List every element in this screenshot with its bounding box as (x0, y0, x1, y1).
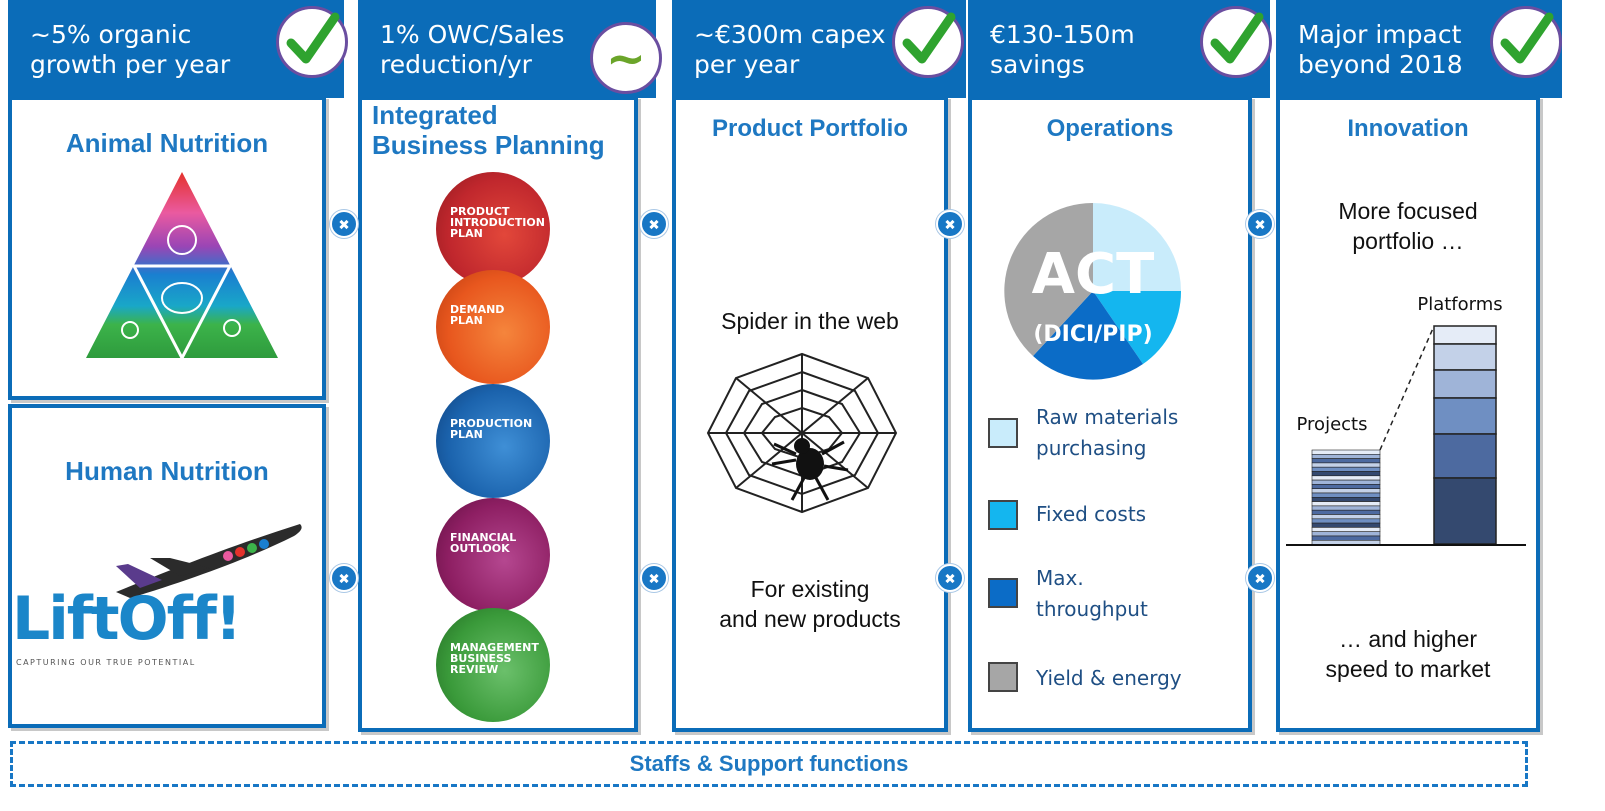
header-capex: ~€300m capex per year (672, 0, 966, 98)
legend-swatch-fixed-costs (988, 500, 1018, 530)
liftoff-logo: LiftOff! (12, 584, 242, 654)
demand-plan-icon: DEMAND PLAN (436, 270, 550, 384)
project-stripe (1311, 462, 1381, 468)
production-plan-icon: PRODUCTION PLAN (436, 384, 550, 498)
product-portfolio-title: Product Portfolio (712, 115, 908, 142)
projects-label: Projects (1297, 414, 1368, 435)
project-stripe (1311, 505, 1381, 511)
connector-x-icon (936, 564, 964, 592)
projects-platforms-diagram: Platforms Projects (1286, 294, 1526, 546)
legend-swatch-throughput (988, 578, 1018, 608)
connector-x-icon (640, 210, 668, 238)
innovation-bottom-caption: … and higher speed to market (1325, 626, 1491, 682)
project-stripe (1311, 488, 1381, 494)
tilde-icon: ~ (590, 22, 662, 94)
human-nutrition-title: Human Nutrition (65, 456, 269, 486)
platforms-label: Platforms (1417, 294, 1502, 315)
check-icon (1200, 6, 1272, 78)
connector-x-icon (640, 564, 668, 592)
project-stripe (1311, 501, 1381, 507)
project-stripe (1311, 518, 1381, 524)
legend-swatch-yield-energy (988, 662, 1018, 692)
project-stripe (1311, 466, 1381, 472)
project-stripe (1311, 540, 1381, 545)
project-stripe (1311, 492, 1381, 498)
airplane-icon (116, 524, 302, 598)
staffs-support-functions-bar: Staffs & Support functions (10, 741, 1528, 787)
operations-title: Operations (1046, 115, 1174, 142)
operations-panel (968, 96, 1252, 732)
act-pie-chart: ACT (DICI/PIP) (1004, 202, 1182, 380)
management-business-review-icon: MANAGEMENT BUSINESS REVIEW (436, 608, 550, 722)
innovation-title: Innovation (1347, 115, 1469, 142)
animal-nutrition-title: Animal Nutrition (65, 128, 269, 158)
project-stripe (1311, 509, 1381, 515)
portfolio-caption: For existing and new products (719, 576, 901, 632)
project-stripe (1311, 471, 1381, 477)
legend-label-fixed-costs: Fixed costs (1036, 502, 1147, 526)
liftoff-tagline: CAPTURING OUR TRUE POTENTIAL (16, 658, 196, 667)
spider-caption: Spider in the web (721, 308, 899, 334)
project-stripe (1311, 458, 1381, 464)
project-stripe (1311, 535, 1381, 541)
legend-swatch-raw-materials (988, 418, 1018, 448)
check-icon (276, 6, 348, 78)
project-stripe (1311, 531, 1381, 537)
legend-label-throughput: Max. throughput (1036, 566, 1148, 621)
connector-x-icon (330, 564, 358, 592)
connector-x-icon (1246, 564, 1274, 592)
connector-x-icon (1246, 210, 1274, 238)
financial-outlook-icon: FINANCIAL OUTLOOK (436, 498, 550, 612)
project-stripe (1311, 527, 1381, 532)
product-introduction-plan-icon: PRODUCT INTRODUCTION PLAN (436, 172, 550, 286)
project-stripe (1311, 514, 1381, 520)
project-stripe (1311, 497, 1381, 502)
innovation-top-caption: More focused portfolio … (1338, 198, 1478, 254)
project-stripe (1311, 454, 1381, 459)
pie-title: ACT (1032, 242, 1155, 307)
animal-nutrition-pyramid-icon (86, 172, 278, 360)
project-stripe (1311, 475, 1381, 481)
legend-label-yield-energy: Yield & energy (1036, 666, 1182, 690)
project-stripe (1311, 449, 1381, 455)
connector-x-icon (936, 210, 964, 238)
pie-subtitle: (DICI/PIP) (1033, 322, 1152, 347)
project-stripe (1311, 522, 1381, 528)
spider-web-icon (706, 352, 898, 514)
check-icon (892, 6, 964, 78)
business-planning-title: Integrated Business Planning (372, 100, 605, 160)
project-stripe (1311, 479, 1381, 485)
legend-label-raw-materials: Raw materials purchasing (1036, 405, 1179, 460)
project-stripe (1311, 484, 1381, 489)
check-icon (1490, 6, 1562, 78)
connector-x-icon (330, 210, 358, 238)
